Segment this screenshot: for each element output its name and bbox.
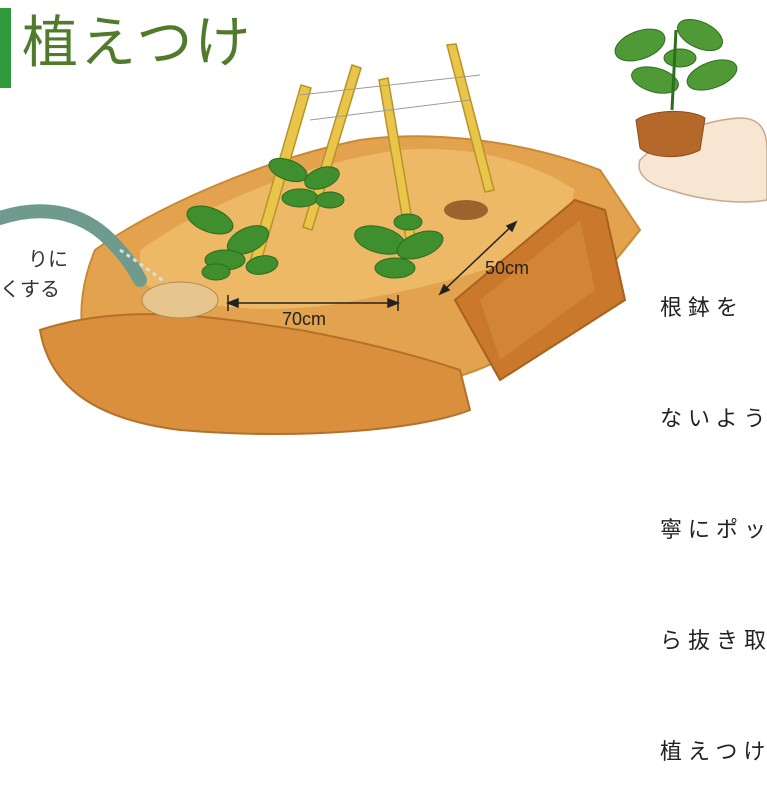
planting-hole [444,200,488,220]
transplant-note-line-1: 根鉢を [660,290,767,327]
watering-note-line-2: くする [0,274,68,304]
planting-illustration [0,0,767,444]
transplant-note: 根鉢を ないよう 寧にポッ ら抜き取 植えつけ [660,216,767,808]
watering-note-line-1: りに [0,244,68,274]
depth-dimension-label: 50cm [485,258,529,279]
hand-with-seedling [611,13,767,202]
transplant-note-line-4: ら抜き取 [660,623,767,660]
transplant-note-line-2: ないよう [660,401,767,438]
transplant-note-line-5: 植えつけ [660,734,767,771]
width-dimension-label: 70cm [282,309,326,330]
transplant-note-line-3: 寧にポッ [660,512,767,549]
watering-note: りに くする [0,244,68,304]
